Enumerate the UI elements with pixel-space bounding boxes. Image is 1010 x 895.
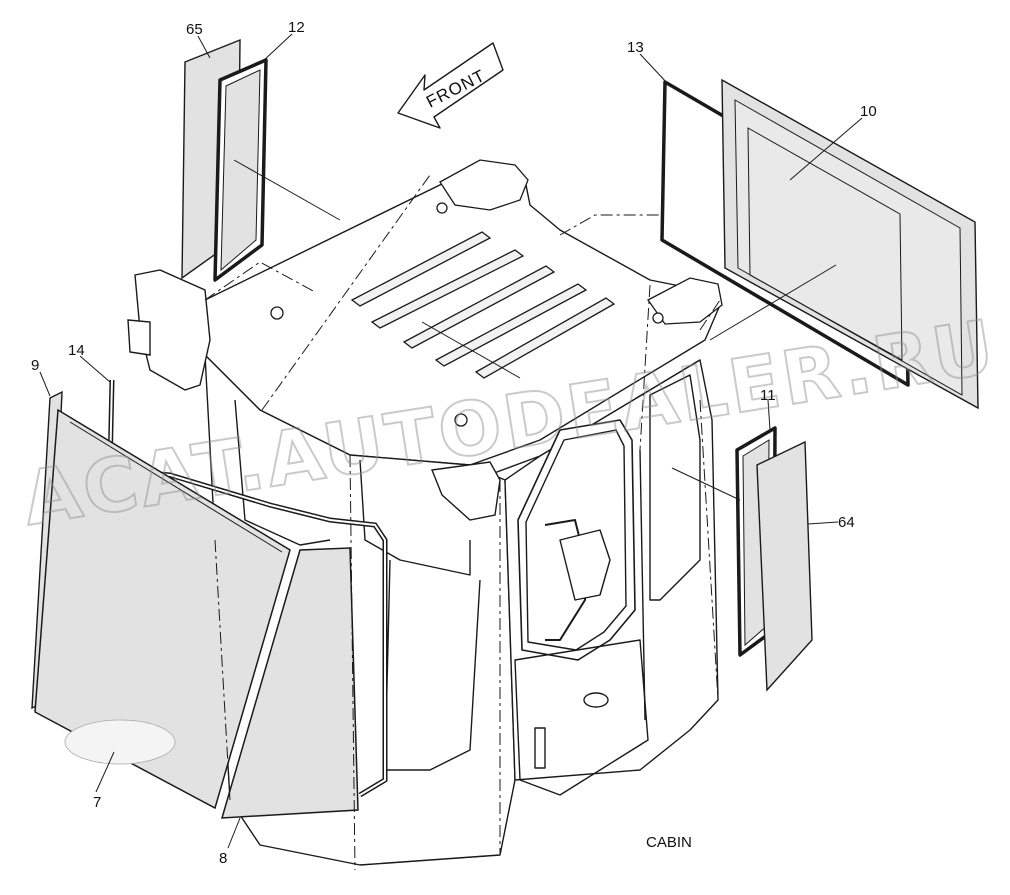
seal-12: [213, 58, 268, 282]
front-lower-glass-8: [220, 547, 359, 819]
callout-7: 7: [93, 794, 101, 811]
callout-13: 13: [627, 39, 644, 56]
roof-mounts: [270, 159, 723, 427]
right-mirror: [431, 461, 501, 521]
callout-10: 10: [860, 103, 877, 120]
callout-11: 11: [760, 387, 776, 404]
left-mirror: [127, 269, 211, 391]
callout-14: 14: [68, 342, 85, 359]
callout-64: 64: [838, 514, 855, 531]
front-direction-arrow: FRONT: [397, 42, 504, 129]
callout-65: 65: [186, 21, 203, 38]
assembly-lines: [204, 174, 721, 871]
roof-ribs: [350, 231, 616, 379]
leader-lines: [39, 33, 863, 849]
side-glass-64: [756, 440, 813, 692]
callouts: 65 12 13 10 9 14 11 64 7 8: [31, 19, 877, 867]
front-glass-7: [34, 408, 291, 810]
callout-12: 12: [288, 19, 305, 36]
rear-glass-10: [721, 78, 979, 410]
callout-9: 9: [31, 357, 39, 374]
callout-8: 8: [219, 850, 227, 867]
diagram-caption: CABIN: [646, 834, 692, 851]
